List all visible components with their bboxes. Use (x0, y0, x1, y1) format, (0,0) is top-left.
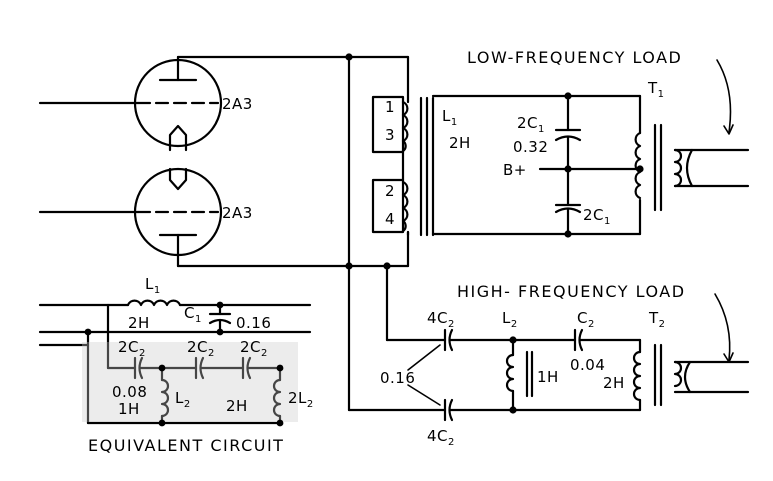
eq-2c2-middle: 2C2 (187, 338, 215, 359)
plate-wiring (176, 55, 410, 412)
t1-label: T1 (647, 79, 665, 100)
eq-c1-value: 0.16 (236, 314, 271, 332)
tube-upper-label: 2A3 (222, 95, 253, 113)
hf-cap-top-label: 4C2 (427, 309, 455, 330)
hf-cap-value: 0.16 (380, 369, 415, 387)
eq-l1-value: 2H (128, 314, 150, 332)
b-plus-label: B+ (503, 161, 527, 179)
eq-2h-value: 2H (226, 397, 248, 415)
l1-pin2-label: 2 (385, 182, 395, 200)
l1-label: L1 (442, 107, 458, 128)
equivalent-circuit (38, 299, 312, 425)
lf-load-pointer (716, 59, 732, 133)
l1-pin4-label: 4 (385, 210, 395, 228)
tube-lower-label: 2A3 (222, 204, 253, 222)
l1-pin3-label: 3 (385, 126, 395, 144)
junction-dot (345, 262, 353, 270)
low-frequency-load-label: LOW-FREQUENCY LOAD (467, 48, 682, 67)
t2-label: T2 (648, 309, 666, 330)
hf-section (347, 328, 750, 422)
eq-2c2-right: 2C2 (240, 338, 268, 359)
lf-section (431, 94, 750, 236)
l1-pin1-label: 1 (385, 98, 395, 116)
hf-cap-bottom-label: 4C2 (427, 427, 455, 448)
c1-value: 0.32 (513, 138, 548, 156)
junction-dot (345, 53, 353, 61)
c2-label: C2 (577, 309, 595, 330)
eq-l2-label: L2 (175, 389, 191, 410)
high-frequency-load-label: HIGH- FREQUENCY LOAD (457, 282, 686, 301)
equivalent-circuit-shade (82, 342, 298, 422)
t2-value: 2H (603, 374, 625, 392)
l1-value: 2H (449, 134, 471, 152)
tube-lower (38, 167, 223, 268)
c1-bottom-label: 2C1 (583, 206, 611, 227)
eq-c1-label: C1 (184, 304, 202, 325)
hf-load-pointer (714, 293, 731, 361)
junction-dot (383, 262, 391, 270)
eq-1h-value: 1H (118, 400, 140, 418)
inductor-l1 (371, 95, 435, 237)
eq-2l2-label: 2L2 (288, 389, 314, 410)
eq-008-value: 0.08 (112, 383, 147, 401)
c2-value: 0.04 (570, 356, 605, 374)
eq-l1-label: L1 (145, 275, 161, 296)
tube-upper (38, 55, 223, 148)
l2-value: 1H (537, 368, 559, 386)
c1-top-label: 2C1 (517, 114, 545, 135)
eq-2c2-left: 2C2 (118, 338, 146, 359)
l2-label: L2 (502, 309, 518, 330)
equivalent-circuit-title: EQUIVALENT CIRCUIT (88, 436, 284, 455)
